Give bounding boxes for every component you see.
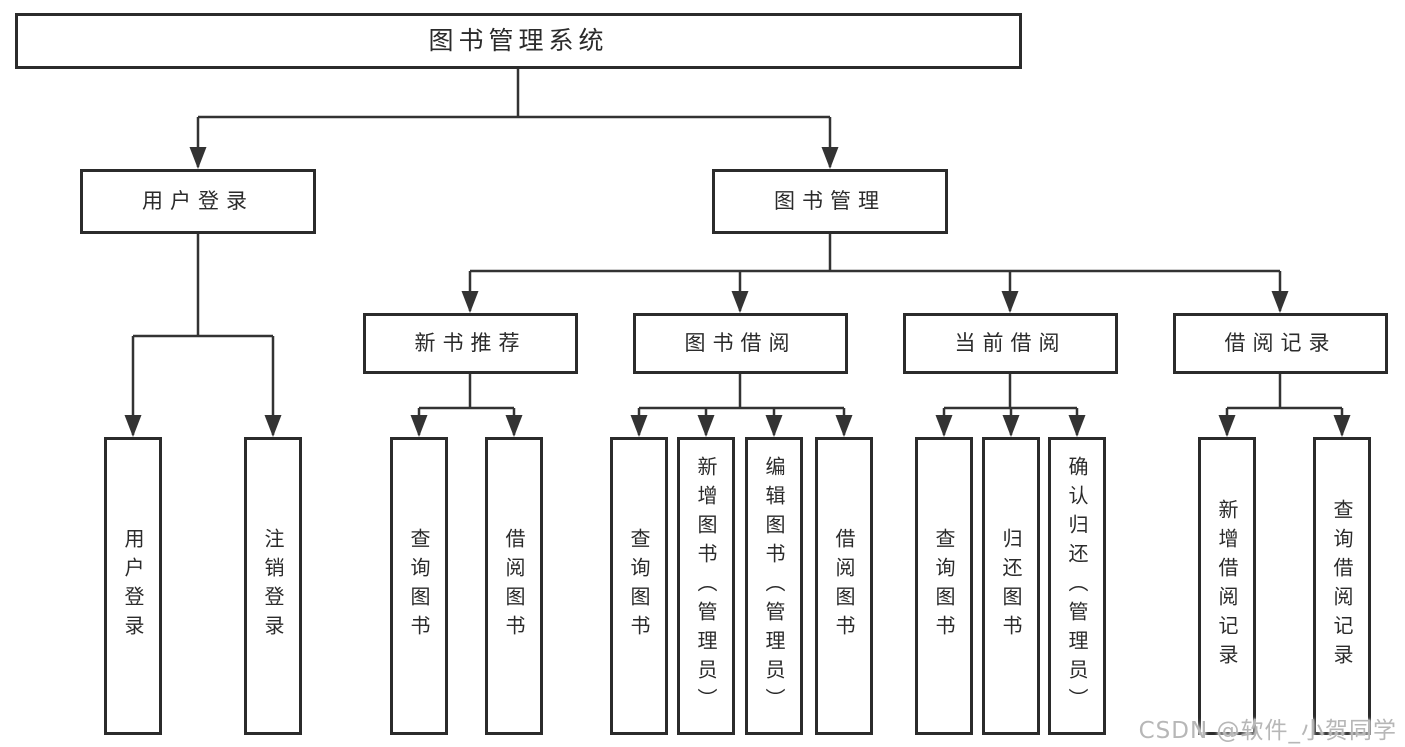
- leaf-return-books: 归还图书: [982, 437, 1040, 735]
- leaf-add-books-admin: 新增图书（管理员）: [677, 437, 735, 735]
- leaf-edit-books-admin: 编辑图书（管理员）: [745, 437, 803, 735]
- leaf-user-login: 用户登录: [104, 437, 162, 735]
- leaf-query-books: 查询图书: [610, 437, 668, 735]
- node-library-management-system: 图书管理系统: [15, 13, 1022, 69]
- watermark-text: CSDN @软件_小贺同学: [1138, 718, 1397, 744]
- leaf-confirm-return-admin: 确认归还（管理员）: [1048, 437, 1106, 735]
- leaf-query-borrow-record: 查询借阅记录: [1313, 437, 1371, 735]
- leaf-borrow-books: 借阅图书: [485, 437, 543, 735]
- leaf-add-borrow-record: 新增借阅记录: [1198, 437, 1256, 735]
- leaf-query-books: 查询图书: [390, 437, 448, 735]
- node-book-borrowing: 图书借阅: [633, 313, 848, 374]
- leaf-query-books: 查询图书: [915, 437, 973, 735]
- node-current-borrowing: 当前借阅: [903, 313, 1118, 374]
- node-borrowing-records: 借阅记录: [1173, 313, 1388, 374]
- node-new-book-recommendation: 新书推荐: [363, 313, 578, 374]
- node-book-management: 图书管理: [712, 169, 948, 234]
- leaf-logout-login: 注销登录: [244, 437, 302, 735]
- arrowheads: [124, 147, 1351, 437]
- node-user-login: 用户登录: [80, 169, 316, 234]
- leaf-borrow-books: 借阅图书: [815, 437, 873, 735]
